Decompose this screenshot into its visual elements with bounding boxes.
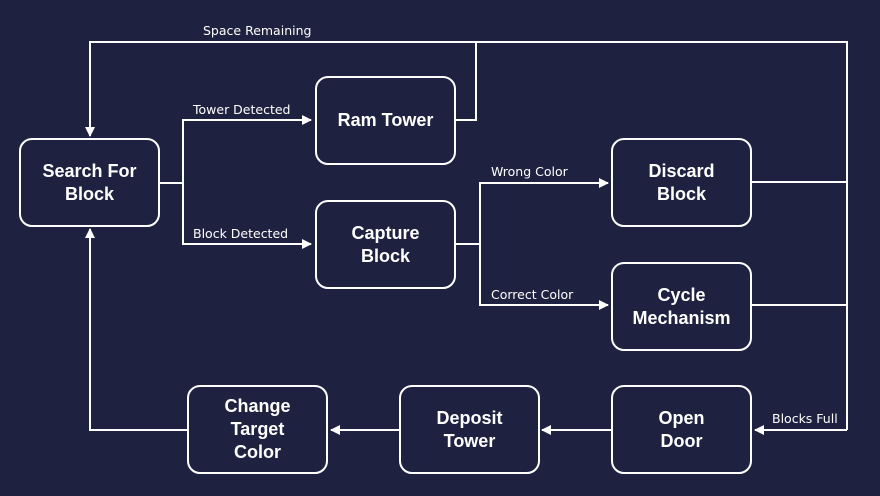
label-correct-color: Correct Color: [491, 287, 574, 302]
node-ram-tower: Ram Tower: [315, 76, 456, 165]
label-space-remaining: Space Remaining: [203, 23, 312, 38]
edge-tower-detected: [160, 115, 312, 184]
edge-block-detected: [182, 183, 312, 249]
edge-correct-color: [479, 244, 609, 310]
node-change-target-color-label: Change Target Color: [224, 396, 291, 462]
node-capture-block-label: Capture Block: [351, 222, 420, 266]
node-cycle-mechanism-label: Cycle Mechanism: [632, 284, 731, 328]
node-open-door-label: Open Door: [658, 407, 705, 451]
edge-wrong-color: [456, 178, 609, 245]
node-cycle-mechanism: Cycle Mechanism: [611, 262, 752, 351]
edge-space-remaining: [85, 41, 848, 430]
node-search-for-block-label: Search For Block: [42, 160, 137, 204]
node-capture-block: Capture Block: [315, 200, 456, 289]
node-open-door: Open Door: [611, 385, 752, 474]
label-tower-detected: Tower Detected: [193, 102, 291, 117]
node-discard-block-label: Discard Block: [648, 160, 715, 204]
label-blocks-full: Blocks Full: [772, 411, 838, 426]
node-discard-block: Discard Block: [611, 138, 752, 227]
label-block-detected: Block Detected: [193, 226, 289, 241]
node-deposit-tower: Deposit Tower: [399, 385, 540, 474]
edge-ram-tower-return: [456, 42, 477, 121]
edge-change-to-search: [85, 228, 187, 431]
node-deposit-tower-label: Deposit Tower: [436, 407, 503, 451]
node-ram-tower-label: Ram Tower: [337, 110, 434, 130]
label-wrong-color: Wrong Color: [491, 164, 568, 179]
node-search-for-block: Search For Block: [19, 138, 160, 227]
node-change-target-color: Change Target Color: [187, 385, 328, 474]
